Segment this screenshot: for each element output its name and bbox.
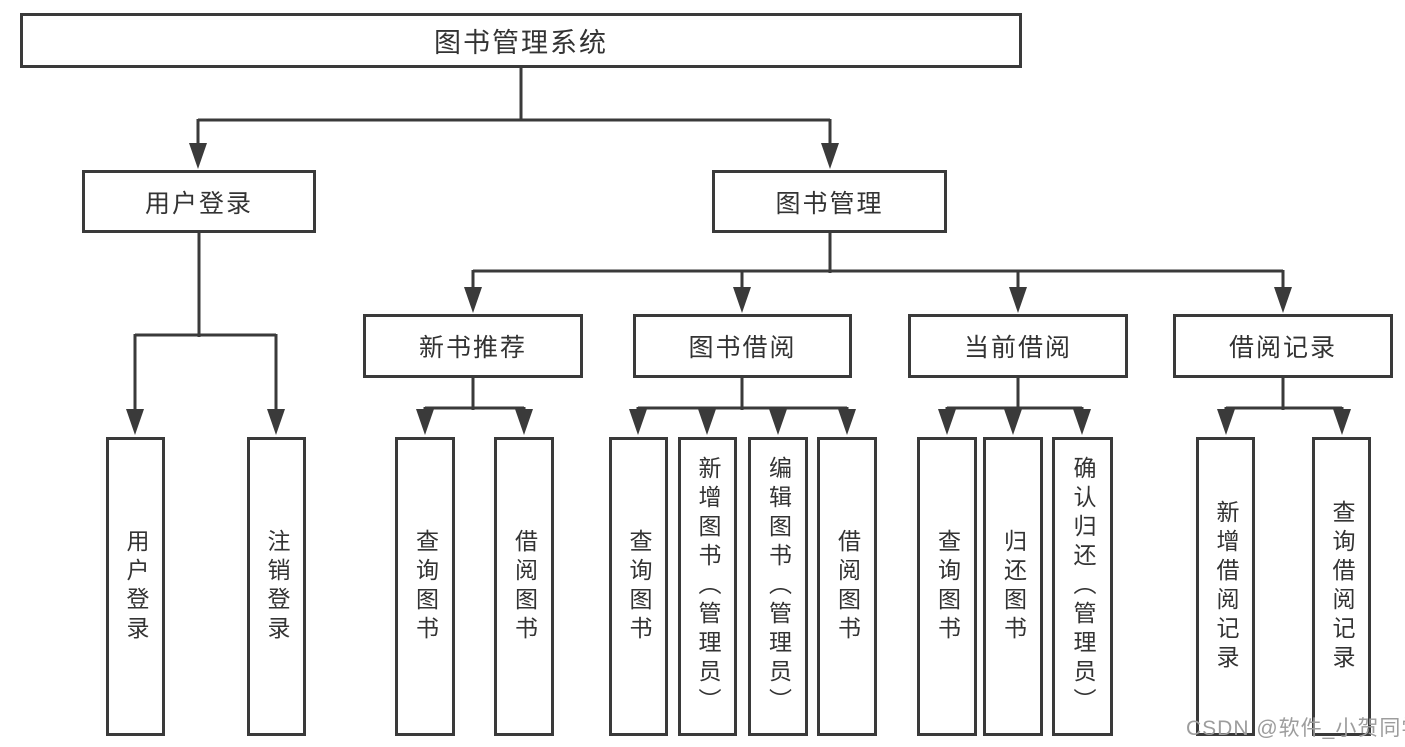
node-book-borrow-label: 图书借阅	[688, 334, 797, 362]
leaf-logout: 注销登录	[247, 437, 306, 736]
leaf-edit-book-admin: 编辑图书（管理员）	[748, 437, 808, 736]
node-root-label: 图书管理系统	[434, 28, 608, 58]
leaf-query-book-1-label: 查询图书	[412, 528, 439, 645]
leaf-add-borrow-record: 新增借阅记录	[1196, 437, 1255, 736]
leaf-user-login-label: 用户登录	[123, 528, 149, 645]
leaf-confirm-return-admin-label: 确认归还（管理员）	[1070, 456, 1096, 717]
leaf-query-book-1: 查询图书	[395, 437, 455, 736]
node-current-borrow: 当前借阅	[908, 314, 1128, 378]
node-root-system: 图书管理系统	[20, 13, 1022, 68]
leaf-query-book-2: 查询图书	[609, 437, 668, 736]
node-current-borrow-label: 当前借阅	[963, 334, 1072, 362]
leaf-query-borrow-record-label: 查询借阅记录	[1329, 499, 1355, 674]
leaf-add-borrow-record-label: 新增借阅记录	[1213, 499, 1239, 674]
node-book-management: 图书管理	[712, 170, 947, 233]
node-user-login: 用户登录	[82, 170, 316, 233]
leaf-borrow-book-2-label: 借阅图书	[834, 528, 861, 645]
leaf-query-borrow-record: 查询借阅记录	[1312, 437, 1371, 736]
node-borrow-record-label: 借阅记录	[1228, 334, 1337, 362]
leaf-borrow-book-1: 借阅图书	[494, 437, 554, 736]
leaf-borrow-book-1-label: 借阅图书	[511, 528, 538, 645]
node-new-book-recommend: 新书推荐	[363, 314, 583, 378]
leaf-query-book-3: 查询图书	[917, 437, 977, 736]
leaf-logout-label: 注销登录	[264, 528, 290, 645]
node-user-login-label: 用户登录	[144, 189, 253, 218]
csdn-watermark: CSDN @软件_小贺同学	[1186, 717, 1405, 740]
leaf-borrow-book-2: 借阅图书	[817, 437, 877, 736]
leaf-edit-book-admin-label: 编辑图书（管理员）	[765, 456, 792, 717]
leaf-add-book-admin: 新增图书（管理员）	[678, 437, 737, 736]
leaf-query-book-3-label: 查询图书	[934, 528, 961, 645]
node-borrow-record: 借阅记录	[1173, 314, 1393, 378]
leaf-return-book-label: 归还图书	[1000, 528, 1027, 645]
leaf-user-login: 用户登录	[106, 437, 165, 736]
leaf-return-book: 归还图书	[983, 437, 1043, 736]
leaf-confirm-return-admin: 确认归还（管理员）	[1052, 437, 1113, 736]
node-new-book-recommend-label: 新书推荐	[418, 334, 527, 362]
node-book-borrow: 图书借阅	[633, 314, 852, 378]
leaf-query-book-2-label: 查询图书	[626, 528, 652, 645]
leaf-add-book-admin-label: 新增图书（管理员）	[695, 456, 721, 717]
node-book-management-label: 图书管理	[775, 189, 884, 218]
